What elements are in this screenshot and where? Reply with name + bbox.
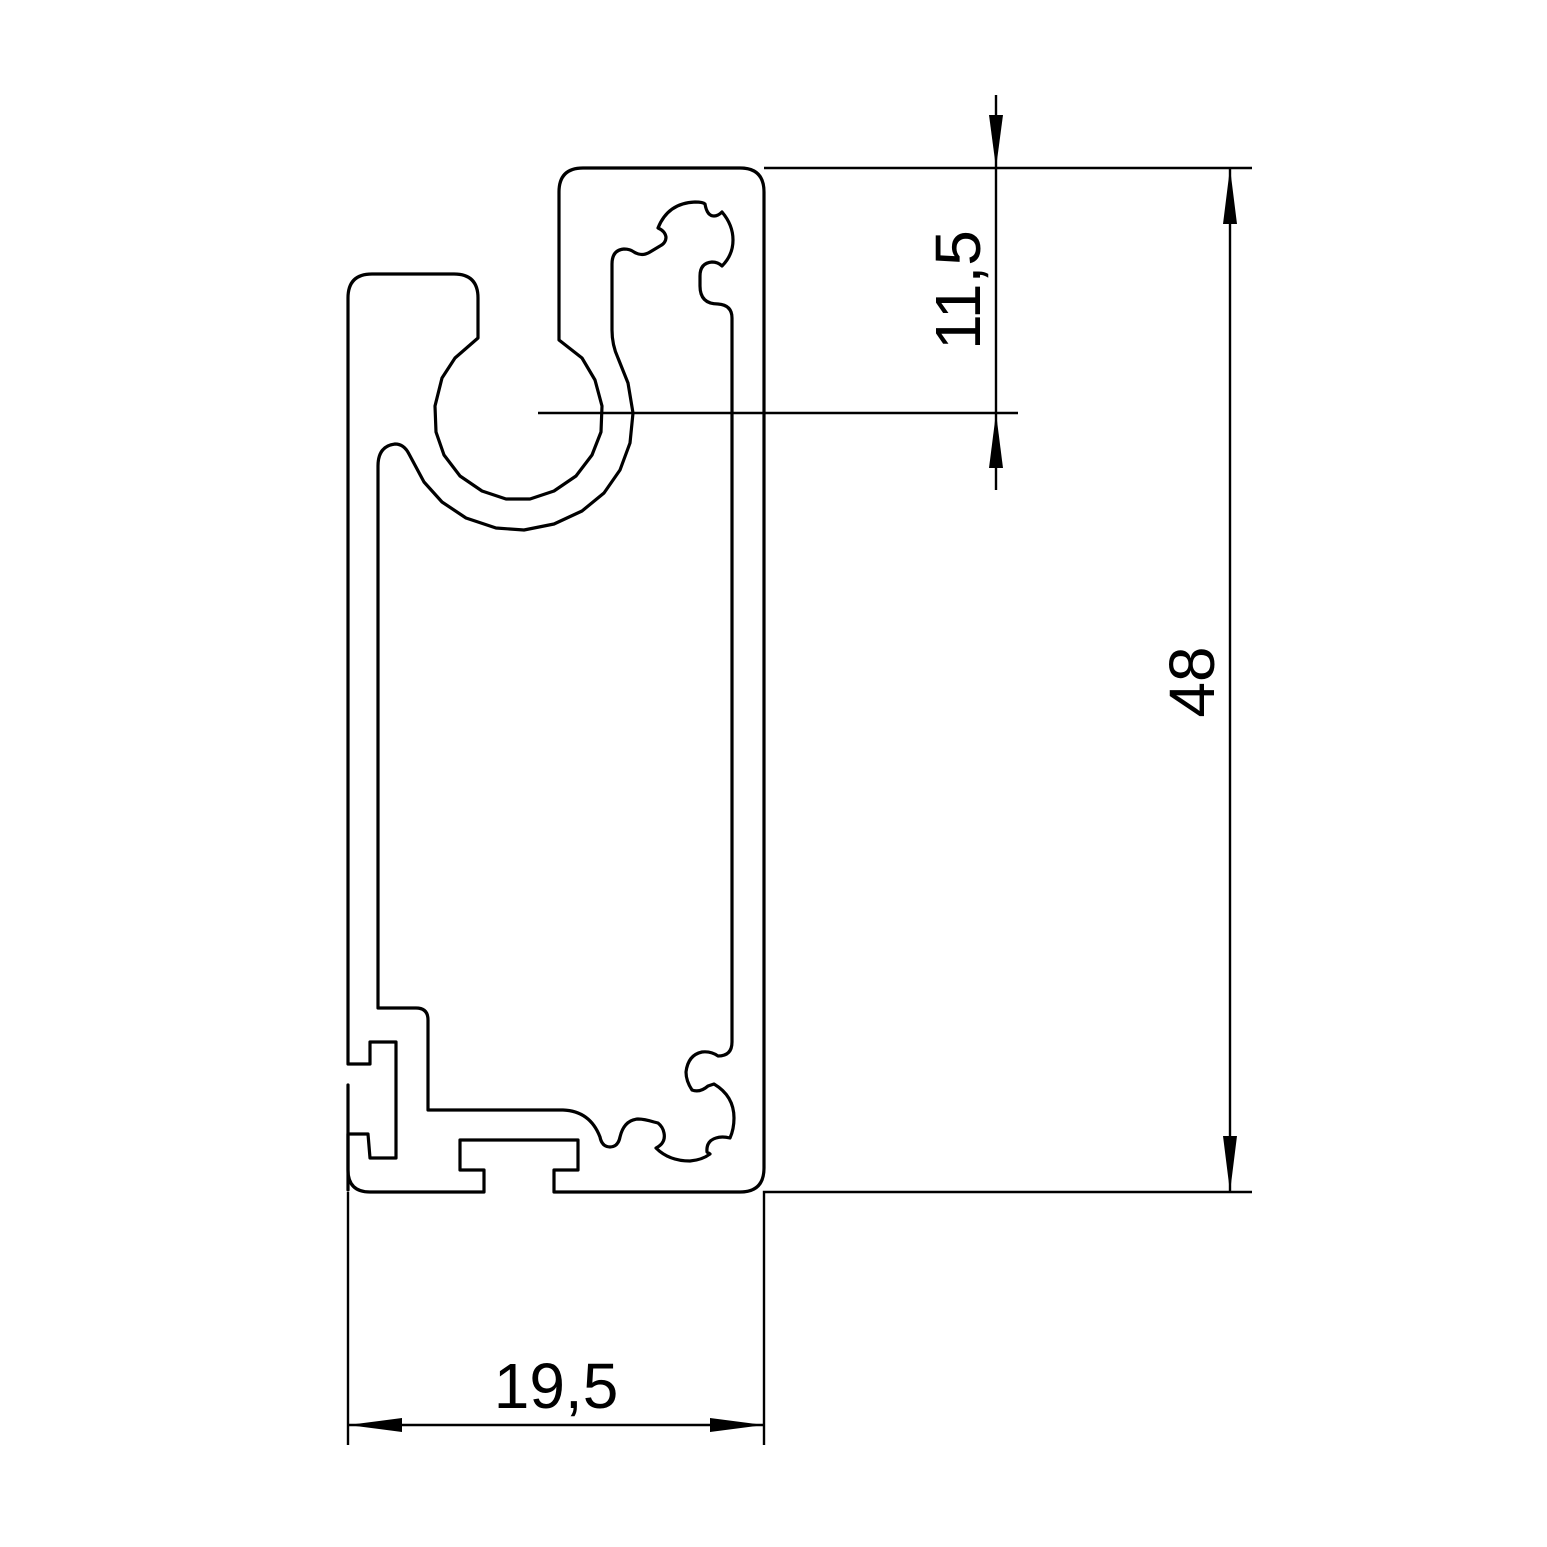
height-arrow-bottom [1223, 1136, 1237, 1192]
axis-offset-dimension: 11,5 [538, 95, 1018, 490]
height-dimension-label: 48 [1156, 646, 1228, 717]
profile-outer-contour [346, 166, 766, 1194]
width-arrow-right [710, 1418, 764, 1432]
width-extension-line-right [762, 1190, 1252, 1445]
profile-section [346, 166, 766, 1194]
axis-offset-arrow-bottom [989, 413, 1003, 468]
width-dimension-label: 19,5 [494, 1350, 619, 1422]
axis-offset-arrow-top [989, 115, 1003, 168]
profile-inner-chamber [376, 200, 736, 1163]
width-dimension: 19,5 [346, 1190, 1252, 1445]
width-arrow-left [348, 1418, 402, 1432]
height-arrow-top [1223, 168, 1237, 224]
axis-offset-dimension-label: 11,5 [922, 230, 994, 350]
height-dimension: 48 [764, 166, 1252, 1192]
